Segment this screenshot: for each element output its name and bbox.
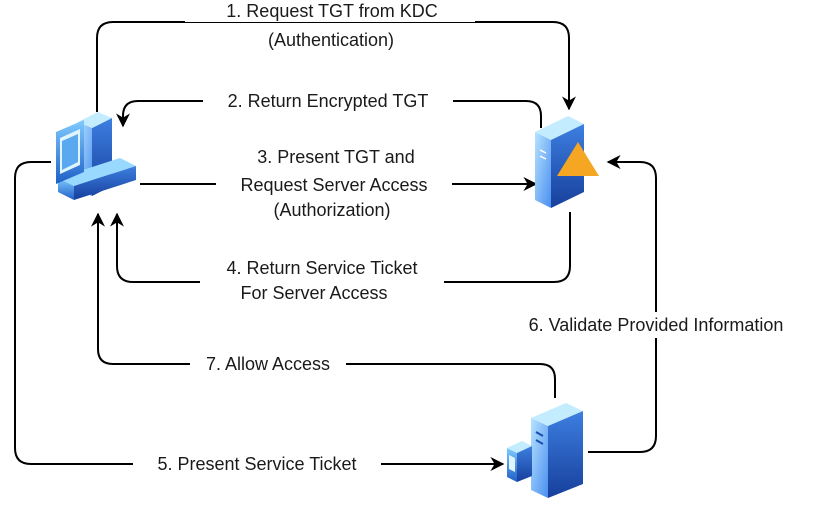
application-server-icon xyxy=(507,403,583,498)
step-7-label: 7. Allow Access xyxy=(206,354,330,374)
warning-triangle-icon xyxy=(557,142,599,176)
step-4-label-line2: For Server Access xyxy=(240,283,387,303)
step-1-label-line2: (Authentication) xyxy=(268,30,394,50)
step-5-label: 5. Present Service Ticket xyxy=(157,454,356,474)
kdc-server-icon xyxy=(535,116,599,449)
step-3-label-line1: 3. Present TGT and xyxy=(257,147,414,167)
step-3-label-line2: Request Server Access xyxy=(240,175,427,195)
step-1-label-line1: 1. Request TGT from KDC xyxy=(226,1,437,21)
step-6-label: 6. Validate Provided Information xyxy=(529,315,784,335)
arrow-step-5 xyxy=(14,161,505,471)
step-4-label-line1: 4. Return Service Ticket xyxy=(226,258,417,278)
step-3-label-line3: (Authorization) xyxy=(273,200,390,220)
step-2-label: 2. Return Encrypted TGT xyxy=(228,91,429,111)
client-computer-icon xyxy=(56,112,136,200)
arrow-step-6 xyxy=(588,155,657,453)
